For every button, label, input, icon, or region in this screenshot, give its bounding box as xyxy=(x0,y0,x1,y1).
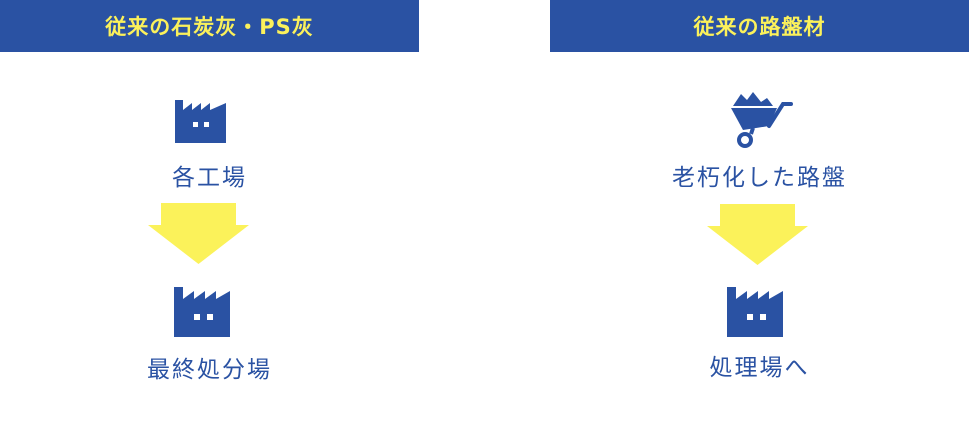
down-arrow-icon xyxy=(148,203,249,264)
left-panel: 従来の石炭灰・PS灰 各工場 最終処分場 xyxy=(0,0,419,442)
right-source-label: 老朽化した路盤 xyxy=(672,165,847,191)
left-dest-label: 最終処分場 xyxy=(147,357,272,383)
left-source-label: 各工場 xyxy=(172,165,247,191)
left-header: 従来の石炭灰・PS灰 xyxy=(0,0,419,52)
wheelbarrow-icon xyxy=(731,92,793,148)
factory-icon xyxy=(175,100,226,143)
factory-icon xyxy=(727,287,783,337)
right-header-title: 従来の路盤材 xyxy=(693,15,826,39)
right-header: 従来の路盤材 xyxy=(550,0,969,52)
factory-icon xyxy=(174,287,230,337)
down-arrow-icon xyxy=(707,204,808,265)
left-header-title: 従来の石炭灰・PS灰 xyxy=(105,15,314,39)
right-dest-label: 処理場へ xyxy=(709,355,810,381)
right-panel: 従来の路盤材 老朽化した路盤 処理場へ xyxy=(550,0,969,442)
